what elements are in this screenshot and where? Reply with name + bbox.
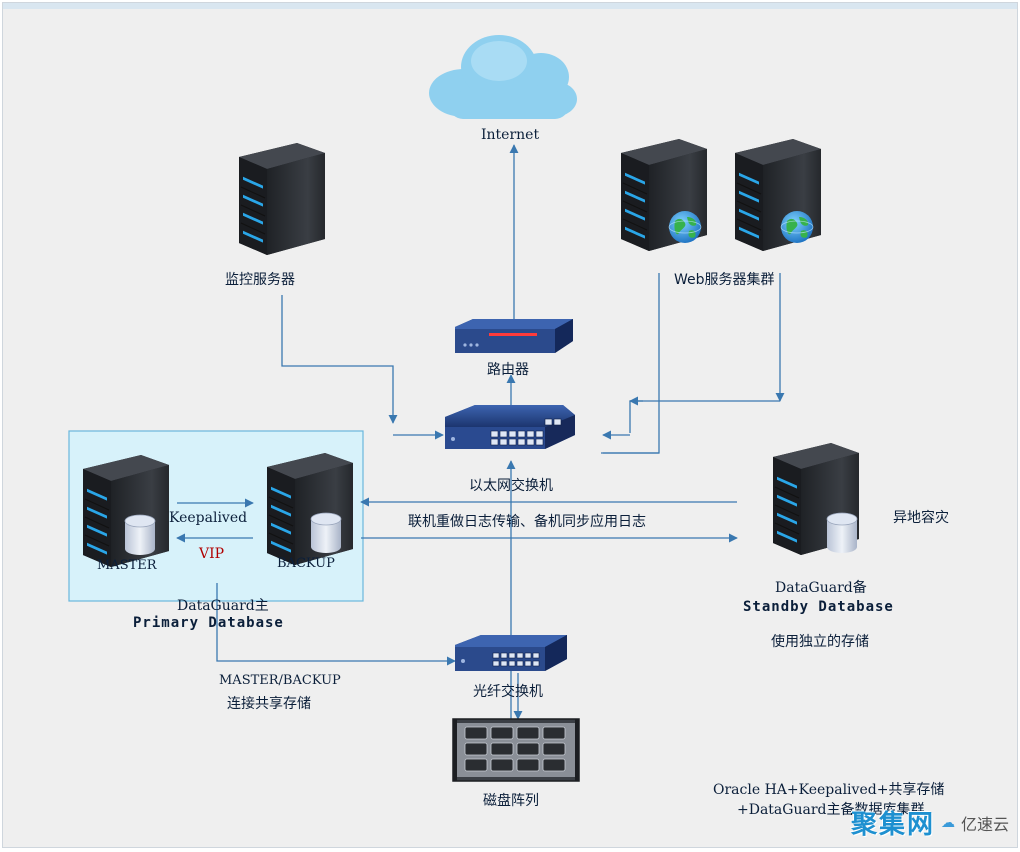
shared-storage-subtitle: 连接共享存储 — [227, 696, 311, 712]
dg-standby-title: DataGuard备 — [775, 580, 867, 596]
vip-label: VIP — [199, 546, 225, 562]
router-label: 路由器 — [487, 362, 529, 378]
monitor-server-label: 监控服务器 — [225, 272, 295, 288]
disk-array-label: 磁盘阵列 — [483, 793, 539, 809]
dg-standby-subtitle: Standby Database — [743, 599, 894, 615]
watermark-logo: 聚集网 — [850, 810, 935, 840]
standby-storage-label: 使用独立的存储 — [771, 634, 869, 650]
ethernet-switch-icon — [445, 405, 575, 449]
web-bus — [629, 400, 780, 433]
dg-primary-title: DataGuard主 — [177, 598, 269, 614]
connection-wires — [176, 144, 785, 721]
diagram-title-line2: +DataGuard主备数据库集群 — [737, 802, 925, 818]
watermark-sub: 亿速云 — [960, 814, 1009, 834]
remote-dr-label: 异地容灾 — [893, 510, 949, 526]
dg-primary-subtitle: Primary Database — [133, 615, 284, 631]
web-cluster-label: Web服务器集群 — [674, 272, 775, 288]
watermark: 聚集网 ☁ 亿速云 — [851, 804, 1009, 841]
web-server-2-globe-icon — [780, 210, 814, 244]
internet-cloud-icon — [429, 35, 577, 119]
router-icon — [455, 319, 573, 353]
fiber-switch-label: 光纤交换机 — [473, 684, 543, 700]
primary-to-fiber-switch-arrow — [216, 583, 456, 666]
backup-label: BACKUP — [277, 556, 335, 571]
window-top-bar — [3, 3, 1017, 9]
master-database-icon — [124, 514, 156, 556]
redo-transfer-label: 联机重做日志传输、备机同步应用日志 — [408, 514, 646, 530]
shared-storage-title: MASTER/BACKUP — [219, 673, 341, 688]
diagram-canvas — [68, 35, 860, 782]
internet-label: Internet — [481, 127, 540, 143]
ethernet-switch-label: 以太网交换机 — [469, 478, 553, 494]
disk-array-icon — [452, 718, 580, 782]
standby-database-icon — [826, 512, 858, 554]
web-server-1-globe-icon — [668, 210, 702, 244]
diagram-title-line1: Oracle HA+Keepalived+共享存储 — [713, 782, 945, 798]
master-label: MASTER — [97, 558, 157, 573]
keepalived-label: Keepalived — [169, 510, 248, 526]
monitor-server-icon — [238, 142, 326, 256]
fiber-switch-icon — [455, 635, 567, 671]
backup-database-icon — [310, 512, 342, 554]
watermark-cloud-icon: ☁ — [940, 814, 955, 831]
monitor-to-bus-arrow — [281, 295, 398, 424]
